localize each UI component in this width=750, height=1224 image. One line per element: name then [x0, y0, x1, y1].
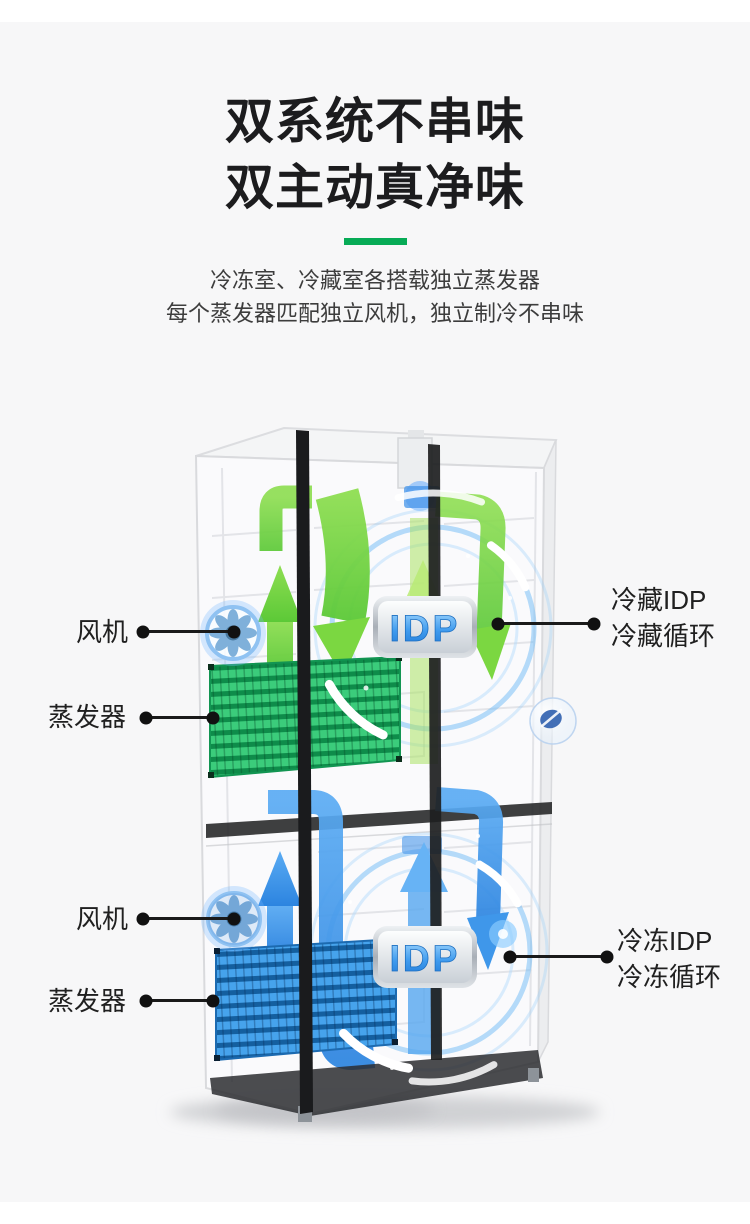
freezer-airflow [258, 787, 517, 1071]
door-pillars [296, 430, 442, 1114]
page-title-line1: 双系统不串味 [224, 95, 525, 149]
idp-badge-bottom: IDP [373, 926, 477, 988]
evaporator-grid-icon-top [208, 655, 402, 779]
idp-badge-top: IDP [373, 596, 477, 658]
fridge-base [210, 1050, 543, 1122]
subtitle-line1: 冷冻室、冷藏室各搭载独立蒸发器 [209, 268, 540, 293]
evaporator-grid-icon-bottom [214, 937, 398, 1062]
callout-line-fridge-idp [498, 622, 594, 625]
label-freezer-idp-line2: 冷冻循环 [617, 962, 722, 992]
callout-line-evaporator-top [146, 716, 213, 719]
idp-badge-text-top: IDP [390, 608, 461, 649]
ring-highlights [294, 489, 572, 1086]
label-fridge-idp-line1: 冷藏IDP [611, 585, 707, 615]
label-fan-bottom: 风机 [76, 904, 129, 934]
label-fridge-idp: 冷藏IDP 冷藏循环 [611, 582, 715, 654]
fridge-interior-lines [211, 467, 537, 1083]
callout-line-freezer-idp [510, 955, 607, 958]
label-evaporator-top: 蒸发器 [48, 702, 127, 732]
title-divider [344, 238, 407, 245]
subtitle-line2: 每个蒸发器匹配独立风机，独立制冷不串味 [165, 301, 584, 326]
label-evaporator-bottom: 蒸发器 [48, 986, 127, 1016]
callout-line-fan-top [143, 630, 234, 633]
fridge-airflow [258, 485, 511, 764]
label-freezer-idp-line1: 冷冻IDP [617, 926, 713, 956]
floor-shadow [170, 1095, 600, 1129]
label-freezer-idp: 冷冻IDP 冷冻循环 [617, 923, 721, 995]
page-title-line2: 双主动真净味 [224, 161, 525, 215]
fridge-body [194, 426, 558, 1116]
air-bubble-icon [529, 697, 577, 745]
compartment-divider [205, 802, 553, 847]
sparkles [348, 554, 512, 1070]
air-duct-tower [397, 430, 440, 511]
idp-badge-text-bottom: IDP [390, 938, 461, 979]
label-fan-top: 风机 [76, 617, 129, 647]
fridge-cycle-rings [313, 508, 553, 748]
callout-line-fan-bottom [143, 917, 234, 920]
label-fridge-idp-line2: 冷藏循环 [611, 621, 716, 651]
callout-line-evaporator-bottom [146, 999, 213, 1002]
